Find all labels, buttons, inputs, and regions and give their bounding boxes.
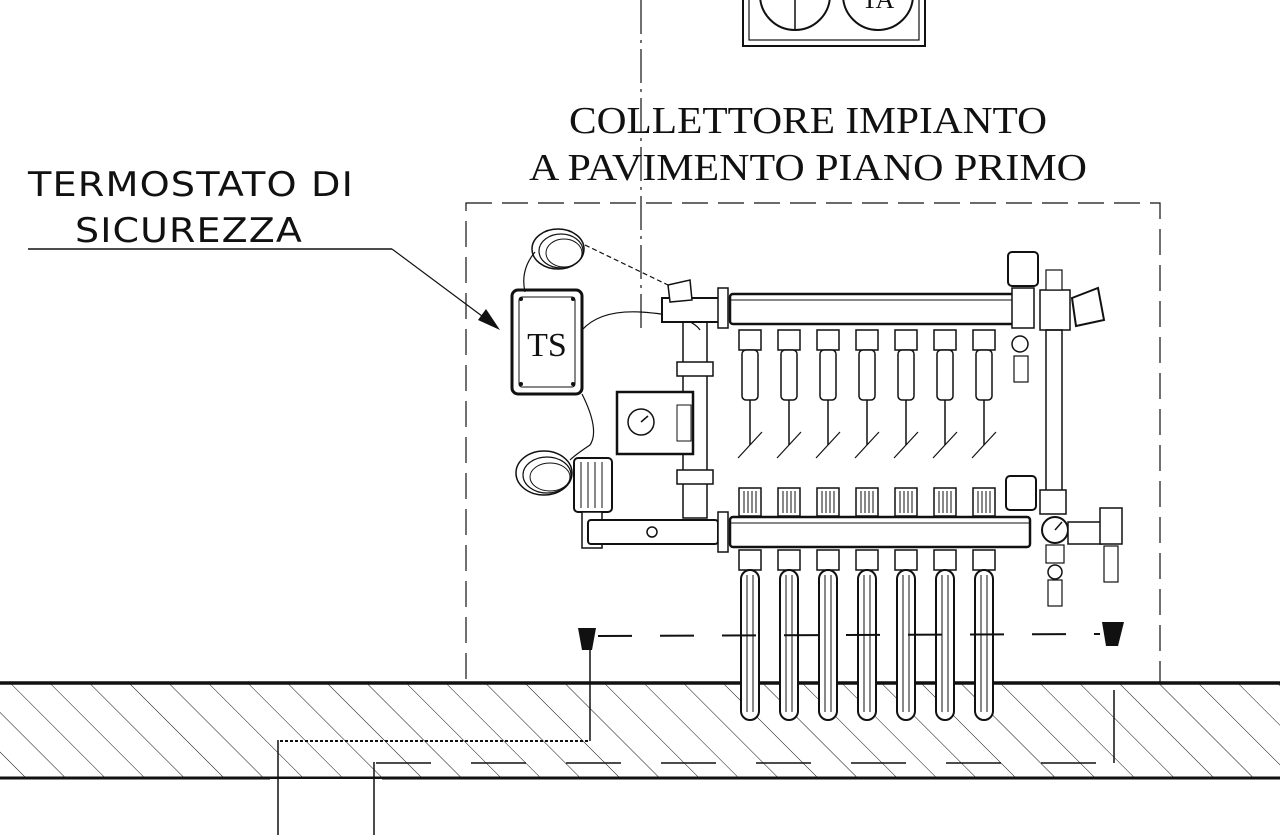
return-outlet-pipe xyxy=(779,569,799,721)
return-outlet-coupling xyxy=(933,549,957,571)
return-outlet-pipe xyxy=(740,569,760,721)
thermostat-label-line1: TERMOSTATO DI xyxy=(27,165,354,205)
return-outlet-pipe xyxy=(857,569,877,721)
return-outlet-coupling xyxy=(777,549,801,571)
top-symbol-label: TA xyxy=(862,0,895,14)
return-outlet-pipe xyxy=(935,569,955,721)
circuit-outlets xyxy=(737,329,997,721)
return-outlet-coupling xyxy=(816,549,840,571)
flow-meter xyxy=(738,487,762,517)
leader-arrowhead-icon xyxy=(478,309,500,330)
return-outlet-coupling xyxy=(855,549,879,571)
supply-outlet-hatch xyxy=(737,431,763,459)
supply-outlet-hatch xyxy=(776,431,802,459)
capillary-coil-upper xyxy=(523,228,669,293)
right-fittings xyxy=(1005,251,1123,607)
room-thermostat-symbol: TA xyxy=(742,0,926,47)
supply-outlet-hatch xyxy=(932,431,958,459)
flow-meter xyxy=(816,487,840,517)
supply-outlet-valve xyxy=(858,349,876,401)
supply-manifold-bar xyxy=(717,287,1032,329)
supply-outlet-coupling xyxy=(855,329,879,351)
return-manifold-bar xyxy=(587,511,1032,553)
drain-line xyxy=(578,622,1124,650)
return-outlet-pipe xyxy=(818,569,838,721)
manifold-title-line2: A PAVIMENTO PIANO PRIMO xyxy=(529,147,1087,189)
supply-outlet-coupling xyxy=(777,329,801,351)
flow-meter xyxy=(777,487,801,517)
supply-outlet-valve xyxy=(897,349,915,401)
ts-label: TS xyxy=(527,327,567,364)
thermostat-label-line2: SICUREZZA xyxy=(75,211,303,251)
supply-outlet-coupling xyxy=(972,329,996,351)
return-outlet-pipe xyxy=(974,569,994,721)
thermostat-leader-arrow-line xyxy=(391,248,491,323)
flow-meter xyxy=(972,487,996,517)
supply-outlet-valve xyxy=(741,349,759,401)
supply-outlet-valve xyxy=(975,349,993,401)
manifold-title-line1: COLLETTORE IMPIANTO xyxy=(569,100,1047,142)
return-outlet-pipe xyxy=(896,569,916,721)
supply-outlet-hatch xyxy=(971,431,997,459)
return-outlet-coupling xyxy=(894,549,918,571)
supply-outlet-valve xyxy=(780,349,798,401)
supply-outlet-hatch xyxy=(893,431,919,459)
mixing-pump-group xyxy=(615,279,723,519)
return-outlet-coupling xyxy=(972,549,996,571)
safety-thermostat-box: TS xyxy=(510,288,584,396)
supply-outlet-coupling xyxy=(894,329,918,351)
flow-meter xyxy=(855,487,879,517)
flow-meter xyxy=(894,487,918,517)
supply-outlet-valve xyxy=(819,349,837,401)
supply-outlet-hatch xyxy=(815,431,841,459)
return-outlet-coupling xyxy=(738,549,762,571)
supply-outlet-coupling xyxy=(933,329,957,351)
supply-outlet-coupling xyxy=(816,329,840,351)
supply-outlet-coupling xyxy=(738,329,762,351)
supply-outlet-valve xyxy=(936,349,954,401)
floor-slab xyxy=(0,640,1280,835)
flow-meter xyxy=(933,487,957,517)
supply-outlet-hatch xyxy=(854,431,880,459)
